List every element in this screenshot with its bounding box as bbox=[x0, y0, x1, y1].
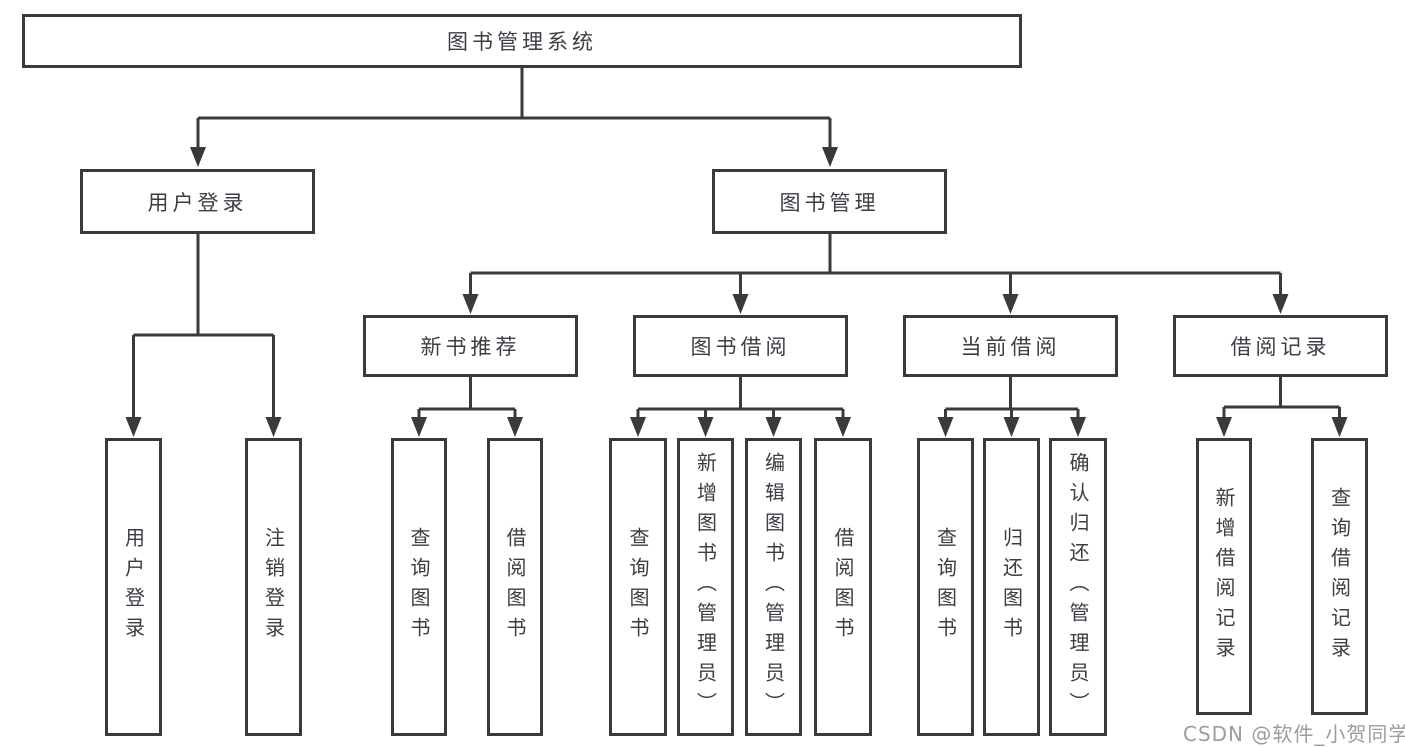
edge-newbook-to-leaves bbox=[417, 377, 517, 419]
node-label: 确认归还（管理员） bbox=[1066, 452, 1090, 722]
edge-bookmgmt-to-level3 bbox=[469, 234, 1282, 296]
node-new-book-recommend: 新书推荐 bbox=[363, 315, 578, 377]
node-label: 借阅图书 bbox=[831, 527, 855, 647]
leaf-borrow-books: 借阅图书 bbox=[814, 438, 872, 736]
node-current-borrow: 当前借阅 bbox=[903, 315, 1118, 377]
arrowheads bbox=[125, 147, 1348, 437]
node-label: 查询图书 bbox=[933, 527, 958, 647]
leaf-add-book-admin: 新增图书（管理员） bbox=[677, 438, 734, 736]
arrow-down-icon bbox=[765, 417, 782, 437]
arrow-down-icon bbox=[125, 417, 142, 437]
node-label: 查询借阅记录 bbox=[1327, 486, 1352, 667]
arrow-down-icon bbox=[630, 417, 646, 437]
arrow-down-icon bbox=[411, 417, 427, 437]
node-label: 新增借阅记录 bbox=[1212, 486, 1236, 667]
leaf-query-borrow-record: 查询借阅记录 bbox=[1311, 438, 1368, 715]
arrow-down-icon bbox=[937, 417, 954, 437]
node-label: 用户登录 bbox=[121, 527, 146, 647]
node-label: 编辑图书（管理员） bbox=[761, 452, 786, 722]
node-label: 查询图书 bbox=[407, 527, 431, 647]
node-label: 注销登录 bbox=[261, 527, 286, 647]
node-label: 借阅图书 bbox=[503, 527, 527, 647]
arrow-down-icon bbox=[462, 294, 479, 314]
arrow-down-icon bbox=[265, 417, 282, 437]
node-label: 当前借阅 bbox=[960, 335, 1061, 359]
leaf-query-books-recommend: 查询图书 bbox=[391, 438, 447, 736]
node-label: 查询图书 bbox=[626, 527, 650, 647]
arrow-down-icon bbox=[822, 147, 838, 167]
edge-bookborrow-to-leaves bbox=[636, 377, 845, 419]
node-borrow-records: 借阅记录 bbox=[1173, 315, 1388, 377]
leaf-logout: 注销登录 bbox=[245, 438, 302, 736]
arrow-down-icon bbox=[1331, 417, 1348, 437]
node-user-login: 用户登录 bbox=[80, 169, 315, 234]
node-label: 图书管理 bbox=[779, 190, 880, 215]
leaf-query-books-current: 查询图书 bbox=[917, 438, 974, 736]
node-label: 借阅记录 bbox=[1230, 335, 1331, 359]
edge-root-to-level2 bbox=[196, 68, 832, 150]
node-label: 用户登录 bbox=[147, 190, 248, 215]
leaf-query-books-borrow: 查询图书 bbox=[609, 438, 667, 736]
leaf-add-borrow-record: 新增借阅记录 bbox=[1196, 438, 1252, 715]
arrow-down-icon bbox=[1272, 294, 1289, 314]
arrow-down-icon bbox=[835, 417, 851, 437]
csdn-watermark: CSDN @软件_小贺同学 bbox=[1183, 722, 1405, 746]
leaf-edit-book-admin: 编辑图书（管理员） bbox=[745, 438, 802, 736]
node-label: 新增图书（管理员） bbox=[693, 452, 718, 722]
leaf-return-books: 归还图书 bbox=[983, 438, 1040, 736]
leaf-borrow-books-recommend: 借阅图书 bbox=[487, 438, 543, 736]
edge-borrowrecords-to-leaves bbox=[1222, 377, 1341, 419]
node-book-borrow: 图书借阅 bbox=[633, 315, 848, 377]
node-label: 新书推荐 bbox=[420, 335, 521, 359]
arrow-down-icon bbox=[1216, 417, 1232, 437]
node-label: 归还图书 bbox=[999, 527, 1024, 647]
arrow-down-icon bbox=[190, 147, 206, 167]
edge-currentborrow-to-leaves bbox=[944, 377, 1080, 419]
leaf-user-login: 用户登录 bbox=[105, 438, 162, 736]
arrow-down-icon bbox=[1002, 294, 1019, 314]
node-library-management-system: 图书管理系统 bbox=[22, 14, 1022, 68]
node-label: 图书借阅 bbox=[690, 335, 791, 359]
arrow-down-icon bbox=[507, 417, 523, 437]
arrow-down-icon bbox=[1003, 417, 1020, 437]
arrow-down-icon bbox=[697, 417, 714, 437]
node-book-management: 图书管理 bbox=[712, 169, 947, 234]
arrow-down-icon bbox=[732, 294, 749, 314]
node-label: 图书管理系统 bbox=[447, 30, 597, 54]
leaf-confirm-return-admin: 确认归还（管理员） bbox=[1049, 438, 1107, 736]
arrow-down-icon bbox=[1070, 417, 1086, 437]
edge-userlogin-to-leaves bbox=[132, 234, 275, 419]
